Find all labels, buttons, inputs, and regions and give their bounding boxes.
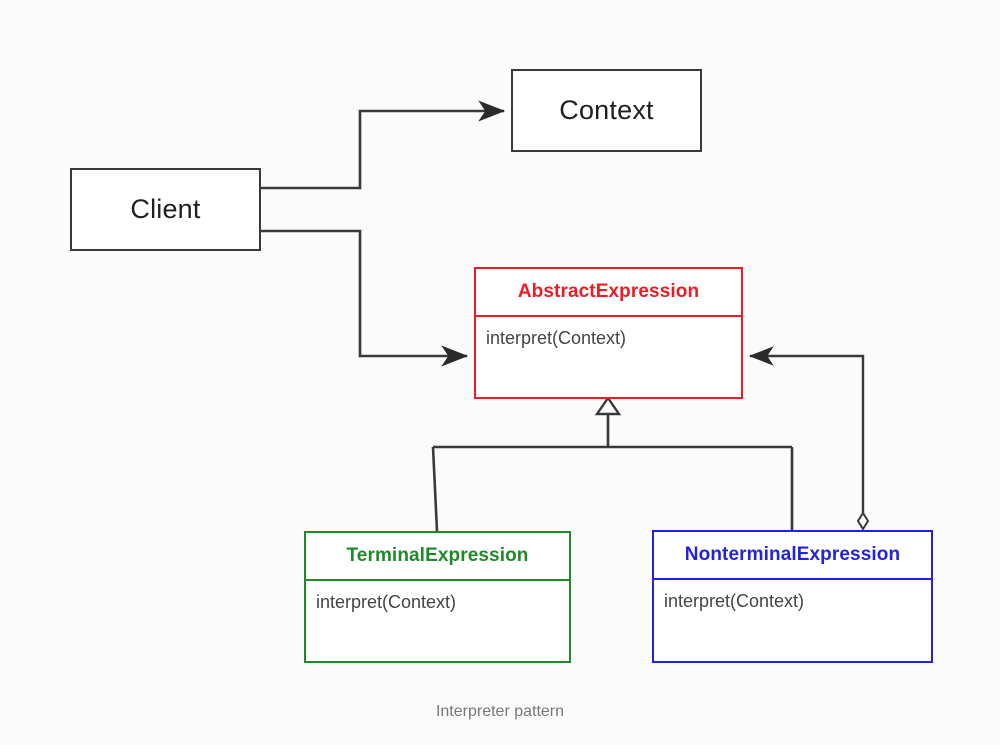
edge-nonterminal-aggregation-to-abstract-expression [748,346,870,531]
diagram-caption: Interpreter pattern [435,703,565,720]
class-title-client: Client [130,194,201,224]
class-member: interpret(Context) [664,591,805,611]
class-title-terminal-expression: TerminalExpression [346,545,529,566]
class-title-context: Context [559,95,654,125]
class-title-bar-nonterminal-expression: NonterminalExpression [654,532,931,580]
class-members-abstract-expression: interpret(Context) [476,317,741,397]
class-box-abstract-expression[interactable]: AbstractExpression interpret(Context) [474,267,743,399]
aggregation-diamond-icon [856,511,870,531]
class-box-terminal-expression[interactable]: TerminalExpression interpret(Context) [304,531,571,663]
class-box-client[interactable]: Client [70,168,261,251]
class-box-nonterminal-expression[interactable]: NonterminalExpression interpret(Context) [652,530,933,663]
class-members-nonterminal-expression: interpret(Context) [654,580,931,661]
edge-client-to-abstract-expression [261,229,469,367]
class-title-abstract-expression: AbstractExpression [517,281,700,302]
class-box-context[interactable]: Context [511,69,702,152]
edge-client-to-context [261,100,506,190]
generalization-triangle-icon [594,395,622,416]
class-member: interpret(Context) [316,592,457,612]
class-title-nonterminal-expression: NonterminalExpression [684,544,901,565]
class-title-bar-abstract-expression: AbstractExpression [476,269,741,317]
class-members-terminal-expression: interpret(Context) [306,581,569,661]
class-title-bar-terminal-expression: TerminalExpression [306,533,569,581]
edge-generalization-tree [431,395,794,532]
class-member: interpret(Context) [486,328,627,348]
